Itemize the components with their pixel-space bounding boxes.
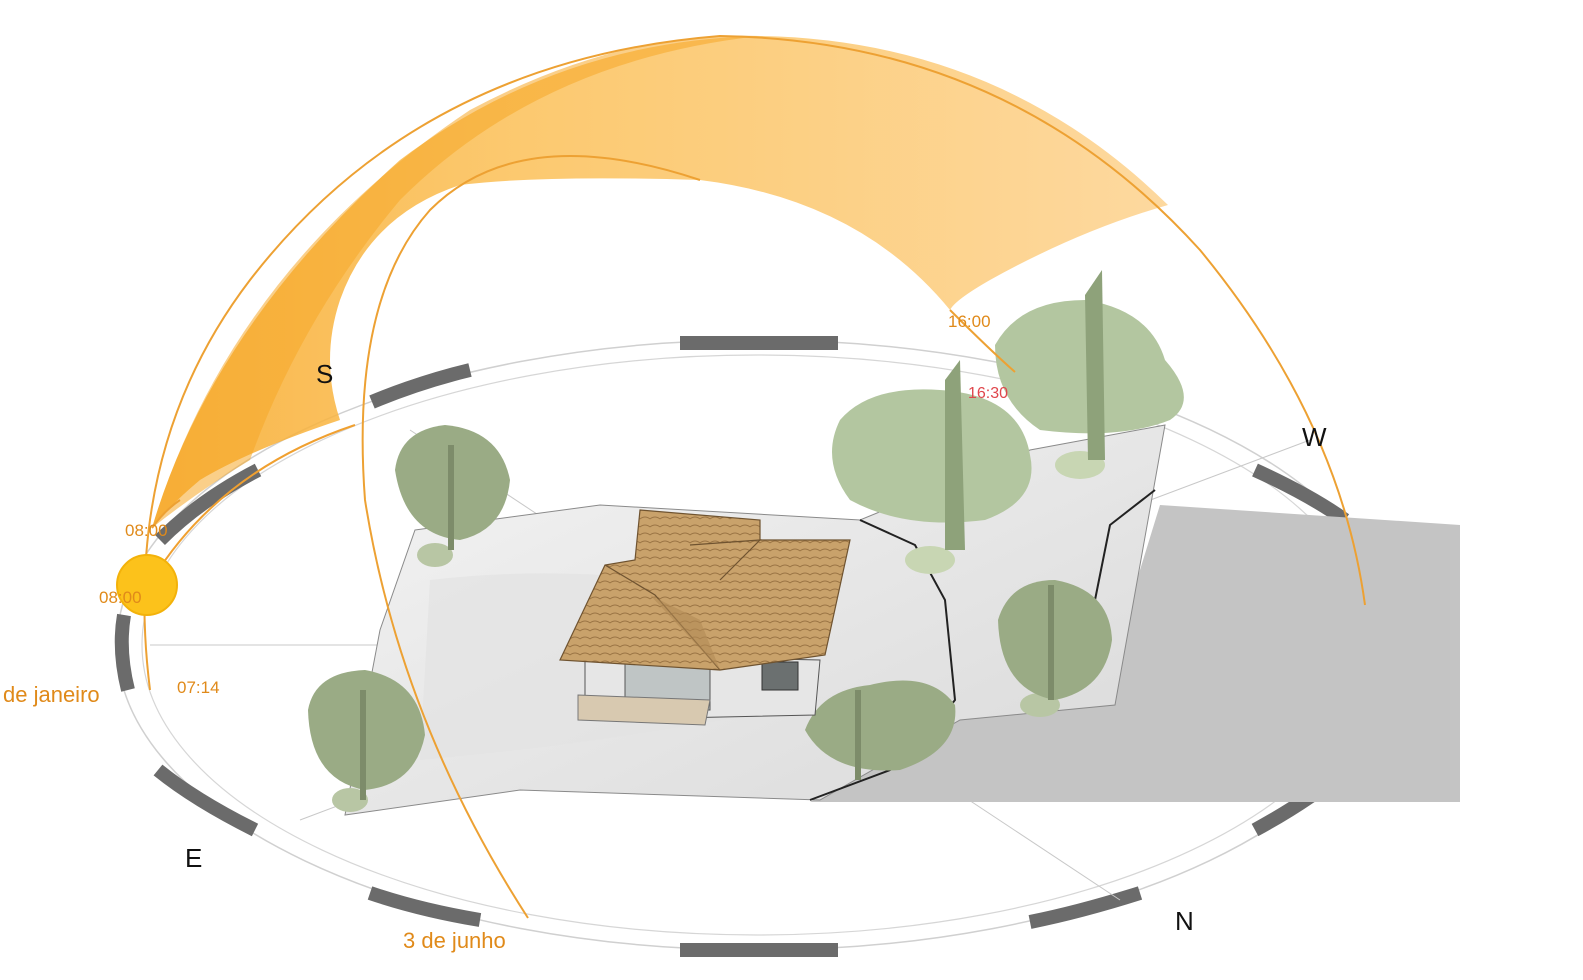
tree-icon: [395, 425, 510, 567]
sun-icon: [116, 554, 178, 616]
sun-path-lines: [143, 34, 1366, 919]
ground-shadow: [810, 505, 1460, 802]
tree-icon: [995, 270, 1184, 479]
compass-south-label: S: [316, 359, 333, 389]
date-label-june: 3 de junho: [403, 928, 506, 953]
sun-path-band: [151, 35, 1168, 581]
tree-icon: [832, 360, 1032, 574]
date-label-january: de janeiro: [3, 682, 100, 707]
time-label-0800-lower: 08:00: [99, 588, 142, 607]
house-icon: [559, 509, 851, 726]
compass-north-label: N: [1175, 906, 1194, 936]
time-label-1630: 16:30: [968, 385, 1008, 402]
tree-icon: [805, 680, 956, 780]
compass-east-label: E: [185, 843, 202, 873]
compass-west-label: W: [1302, 422, 1327, 452]
tree-icon: [308, 670, 425, 812]
time-label-0800-upper: 08:00: [125, 521, 168, 540]
time-label-0714: 07:14: [177, 678, 220, 697]
time-label-1600: 16:00: [948, 312, 991, 331]
tree-icon: [998, 580, 1112, 717]
